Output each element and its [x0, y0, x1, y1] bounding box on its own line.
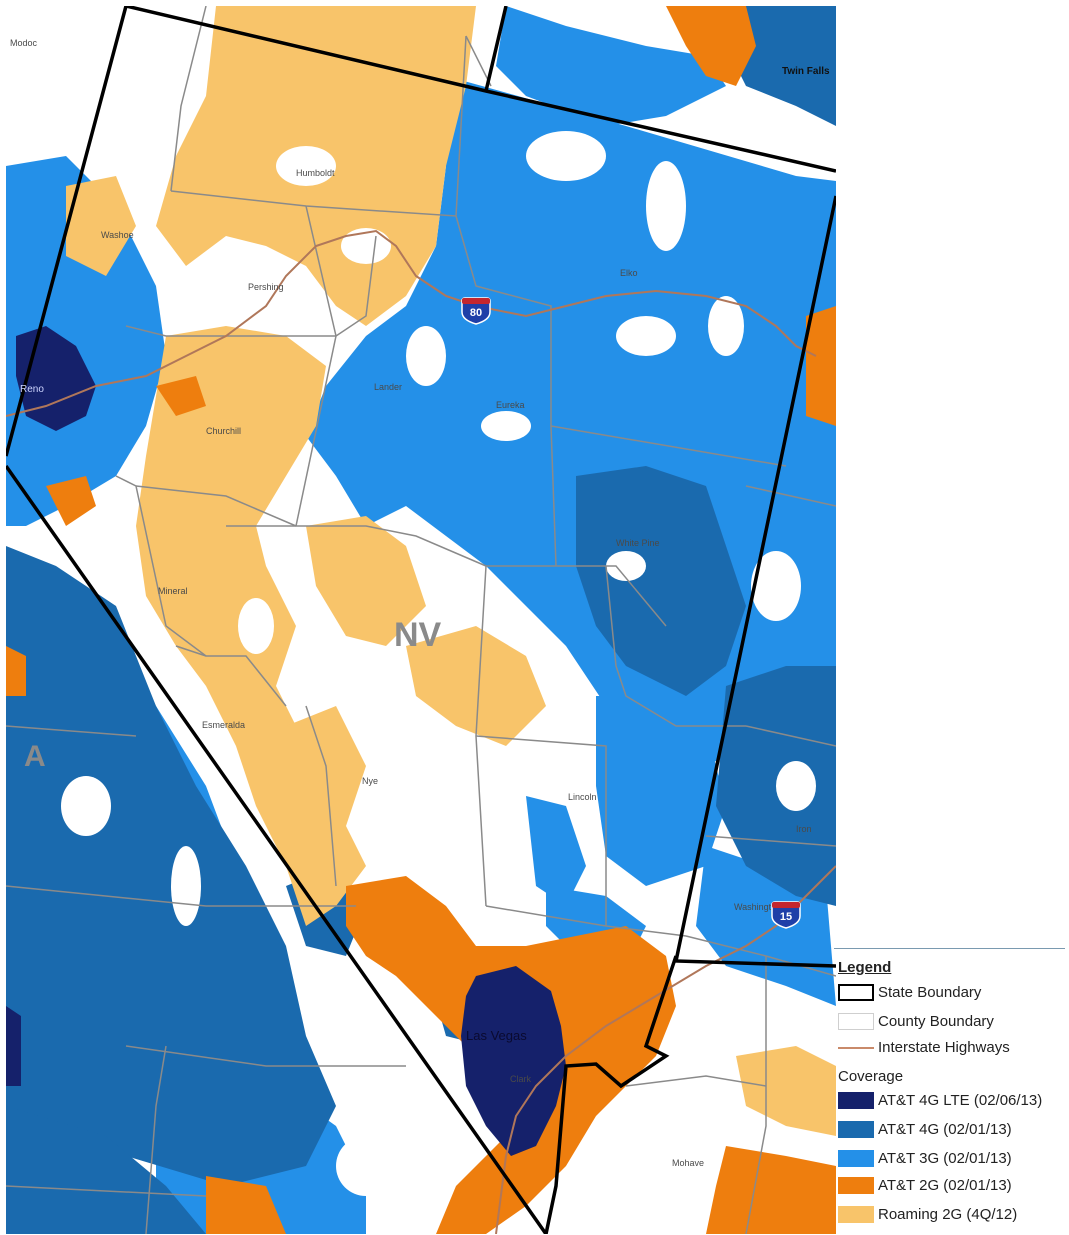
legend-item-2g: AT&T 2G (02/01/13)	[838, 1174, 1012, 1196]
county-label-washington: Washington	[734, 902, 781, 912]
interstate-shield-icon: 80	[461, 297, 491, 325]
county-label-clark: Clark	[510, 1074, 532, 1084]
legend-label: Interstate Highways	[878, 1038, 1010, 1056]
city-label-las-vegas: Las Vegas	[466, 1028, 527, 1043]
county-label-elko: Elko	[620, 268, 638, 278]
city-label-reno: Reno	[20, 384, 44, 395]
coverage-swatch	[838, 1149, 874, 1167]
legend-item-county-boundary: County Boundary	[838, 1010, 994, 1032]
county-label-esmeralda: Esmeralda	[202, 720, 245, 730]
legend-item-4g-lte: AT&T 4G LTE (02/06/13)	[838, 1089, 1042, 1111]
state-boundary-swatch	[838, 983, 874, 1001]
state-boundaries	[6, 6, 836, 1234]
interstate-number-15: 15	[780, 911, 792, 923]
legend-item-interstate: Interstate Highways	[838, 1036, 1010, 1058]
state-label-nv: NV	[394, 616, 442, 654]
legend-label: AT&T 4G LTE (02/06/13)	[878, 1091, 1043, 1109]
county-boundary-swatch	[838, 1012, 874, 1030]
county-label-churchill: Churchill	[206, 426, 241, 436]
county-label-eureka: Eureka	[496, 400, 525, 410]
county-label-humboldt: Humboldt	[296, 168, 335, 178]
city-label-twin-falls: Twin Falls	[782, 66, 830, 77]
county-label-mohave: Mohave	[672, 1158, 704, 1168]
map-legend: Legend State Boundary County Boundary In…	[834, 948, 1069, 1235]
coverage-swatch	[838, 1205, 874, 1223]
interstate-shield-icon: 15	[771, 901, 801, 929]
county-label-pershing: Pershing	[248, 282, 284, 292]
legend-item-roaming-2g: Roaming 2G (4Q/12)	[838, 1203, 1017, 1225]
county-boundaries	[6, 6, 836, 1234]
legend-item-4g: AT&T 4G (02/01/13)	[838, 1118, 1012, 1140]
county-label-nye: Nye	[362, 776, 378, 786]
county-label-modoc: Modoc	[10, 38, 38, 48]
legend-item-state-boundary: State Boundary	[838, 981, 981, 1003]
legend-label: County Boundary	[878, 1012, 994, 1030]
interstate-line-swatch	[838, 1039, 874, 1056]
legend-title: Legend	[838, 959, 892, 976]
legend-label: AT&T 2G (02/01/13)	[878, 1176, 1012, 1194]
county-label-white-pine: White Pine	[616, 538, 660, 548]
county-label-iron: Iron	[796, 824, 812, 834]
coverage-map: NV A Modoc Humboldt Washoe Pershing Elko…	[6, 6, 836, 1234]
legend-item-3g: AT&T 3G (02/01/13)	[838, 1147, 1012, 1169]
state-label-partial: A	[24, 740, 46, 773]
county-label-mineral: Mineral	[158, 586, 188, 596]
coverage-4g-lte-regions	[6, 326, 566, 1156]
coverage-swatch	[838, 1120, 874, 1138]
county-label-lander: Lander	[374, 382, 402, 392]
legend-label: State Boundary	[878, 983, 982, 1001]
legend-label: AT&T 4G (02/01/13)	[878, 1120, 1012, 1138]
coverage-swatch	[838, 1091, 874, 1109]
coverage-swatch	[838, 1176, 874, 1194]
legend-coverage-title: Coverage	[838, 1068, 904, 1085]
legend-label: AT&T 3G (02/01/13)	[878, 1149, 1012, 1167]
interstate-number-80: 80	[470, 307, 482, 319]
legend-label: Roaming 2G (4Q/12)	[878, 1205, 1018, 1223]
county-label-lincoln: Lincoln	[568, 792, 597, 802]
county-label-washoe: Washoe	[101, 230, 134, 240]
legend-divider	[834, 948, 1065, 949]
coverage-speckles	[61, 131, 816, 1196]
